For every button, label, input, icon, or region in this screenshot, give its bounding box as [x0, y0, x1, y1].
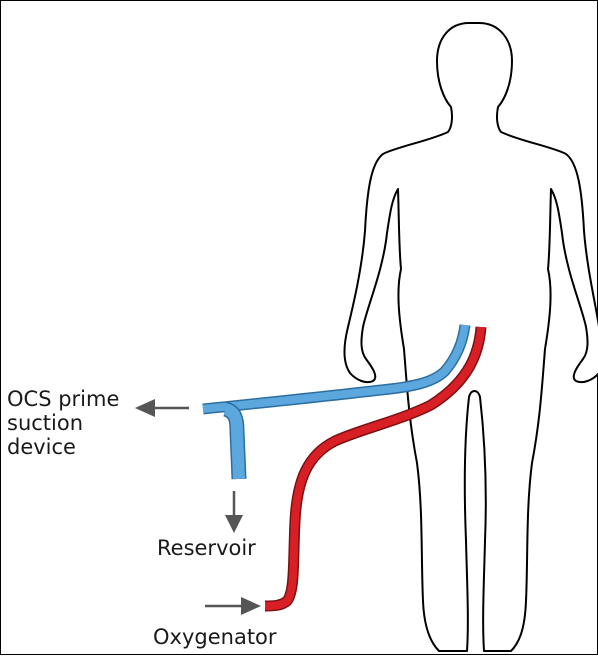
- ocs-label-line-1: OCS prime: [7, 387, 119, 411]
- ocs-prime-suction-device-label: OCS prime suction device: [7, 387, 119, 459]
- arrow-right-icon: [205, 597, 261, 615]
- ocs-label-line-2: suction: [7, 411, 119, 435]
- oxygenator-label: Oxygenator: [153, 625, 277, 649]
- reservoir-label: Reservoir: [157, 536, 256, 560]
- arrow-down-icon: [225, 491, 243, 533]
- ocs-label-line-3: device: [7, 435, 119, 459]
- arrow-left-icon: [135, 399, 189, 417]
- human-silhouette-icon: [344, 23, 598, 651]
